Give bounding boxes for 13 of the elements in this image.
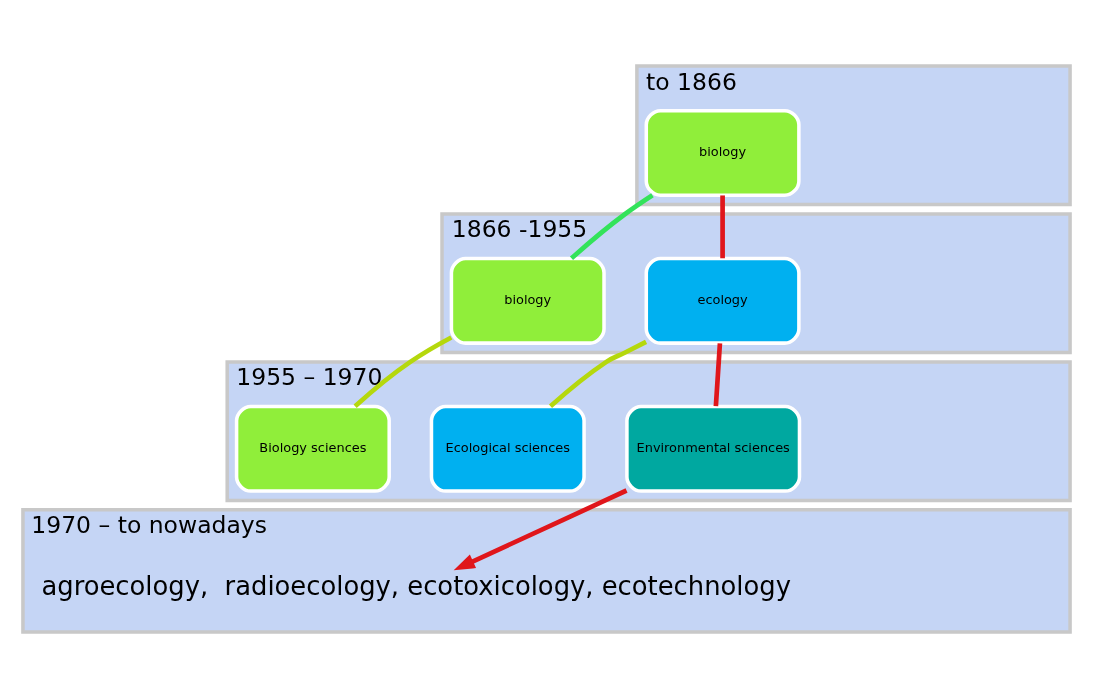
node-box: ecology [644,256,801,345]
node-box: biology [449,256,606,345]
arrow [453,487,628,570]
connector [548,339,648,408]
connector [353,334,453,408]
connector [569,192,654,260]
node-text: agroecology, radioecology, ecotoxicology, ecotechnology [41,570,791,601]
node-box: Environmental sciences [625,404,802,493]
connector [720,194,725,258]
node-box: biology [644,108,801,197]
node-box: Biology sciences [234,404,391,493]
node-box: Ecological sciences [429,404,586,493]
connector [713,342,723,406]
